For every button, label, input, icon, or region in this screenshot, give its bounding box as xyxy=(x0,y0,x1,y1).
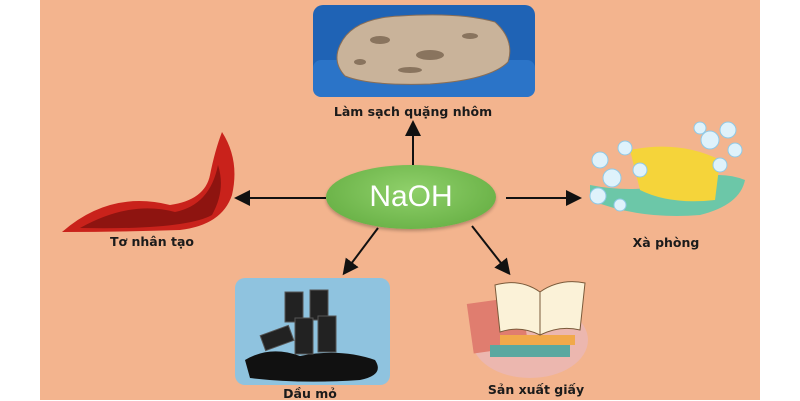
node-label-artificial-fiber: Tơ nhân tạo xyxy=(110,234,194,249)
books-paper-image xyxy=(466,281,588,378)
node-label-petroleum: Dầu mỏ xyxy=(283,386,337,401)
node-label-paper-production: Sản xuất giấy xyxy=(487,382,585,397)
oil-barrels-image xyxy=(235,278,390,385)
arrow-down-right xyxy=(471,225,511,276)
node-label-clean-aluminum-ore: Làm sạch quặng nhôm xyxy=(333,104,493,119)
red-silk-cloth-image xyxy=(62,132,235,232)
ore-rock-image xyxy=(313,5,535,97)
arrow-down-left xyxy=(342,227,379,276)
center-node-naoh: NaOH xyxy=(326,165,496,229)
soap-bubbles-image xyxy=(589,121,745,216)
node-label-soap: Xà phòng xyxy=(632,235,700,250)
